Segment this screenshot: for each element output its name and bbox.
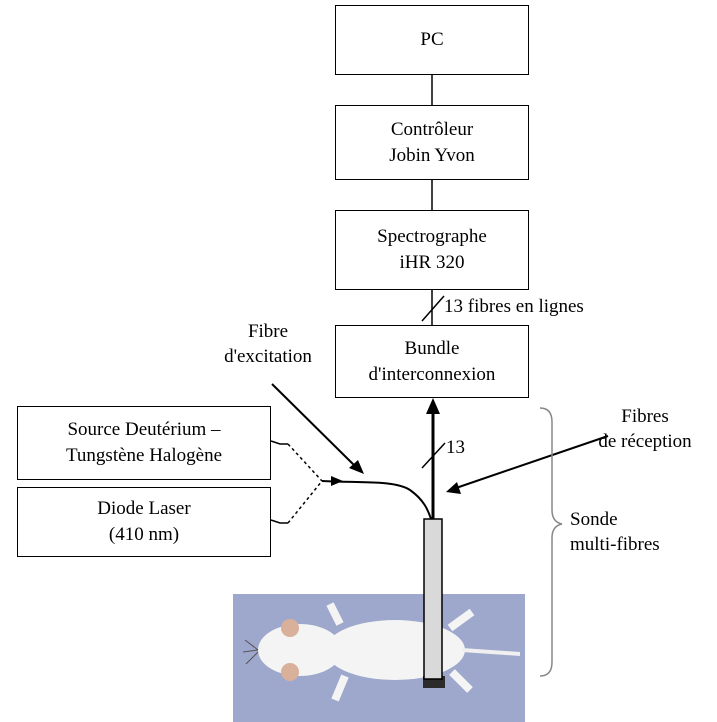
excitation-fiber — [321, 480, 432, 520]
source-line — [270, 440, 288, 445]
source-label-1: Source Deutérium – — [67, 419, 221, 441]
probe-label-2: multi-fibres — [570, 533, 660, 555]
source-label-2: Tungstène Halogène — [65, 445, 223, 466]
reception-label: Fibres de réception — [585, 405, 705, 454]
controller-box: Contrôleur Jobin Yvon — [335, 105, 529, 180]
pc-label: PC — [420, 29, 444, 51]
bundle-box: Bundle d'interconnexion — [335, 325, 529, 398]
fiber-count-slash — [421, 295, 445, 322]
mouse-photo — [233, 594, 525, 722]
reception-label-1: Fibres — [621, 406, 669, 427]
fibers-lines-label: 13 fibres en lignes — [444, 296, 584, 317]
trunk-arrowhead — [426, 398, 440, 414]
reception-pointer — [455, 435, 609, 489]
laser-label-2: (410 nm) — [108, 524, 180, 545]
laser-dotted — [287, 480, 323, 524]
probe-label: Sonde multi-fibres — [570, 508, 660, 557]
excitation-fiber-arrowhead — [331, 476, 343, 486]
laser-label-1: Diode Laser — [97, 498, 191, 520]
excitation-pointer-head — [349, 460, 364, 474]
laser-box: Diode Laser (410 nm) — [17, 487, 271, 557]
probe-brace — [539, 407, 563, 677]
spectrograph-box: Spectrographe iHR 320 — [335, 210, 529, 290]
controller-label-2: Jobin Yvon — [389, 144, 475, 166]
source-dotted — [287, 443, 323, 482]
reception-label-2: de réception — [598, 430, 692, 452]
source-box: Source Deutérium – Tungstène Halogène — [17, 406, 271, 480]
bundle-label-1: Bundle — [404, 337, 460, 359]
excitation-label-1: Fibre — [247, 321, 289, 342]
pc-box: PC — [335, 5, 529, 75]
controller-label-1: Contrôleur — [390, 118, 474, 140]
excitation-pointer — [271, 383, 357, 468]
excitation-label-2: d'excitation — [224, 345, 312, 367]
probe-label-1: Sonde — [570, 509, 618, 530]
reception-pointer-head — [446, 482, 461, 494]
laser-line — [270, 519, 288, 524]
spectrograph-label-1: Spectrographe — [377, 226, 487, 248]
spectrograph-label-2: iHR 320 — [399, 252, 465, 273]
count-13-label: 13 — [446, 437, 465, 458]
probe-body — [423, 518, 443, 680]
trunk-count-slash — [421, 442, 446, 469]
excitation-label: Fibre d'excitation — [193, 320, 343, 369]
bundle-label-2: d'interconnexion — [368, 363, 496, 385]
